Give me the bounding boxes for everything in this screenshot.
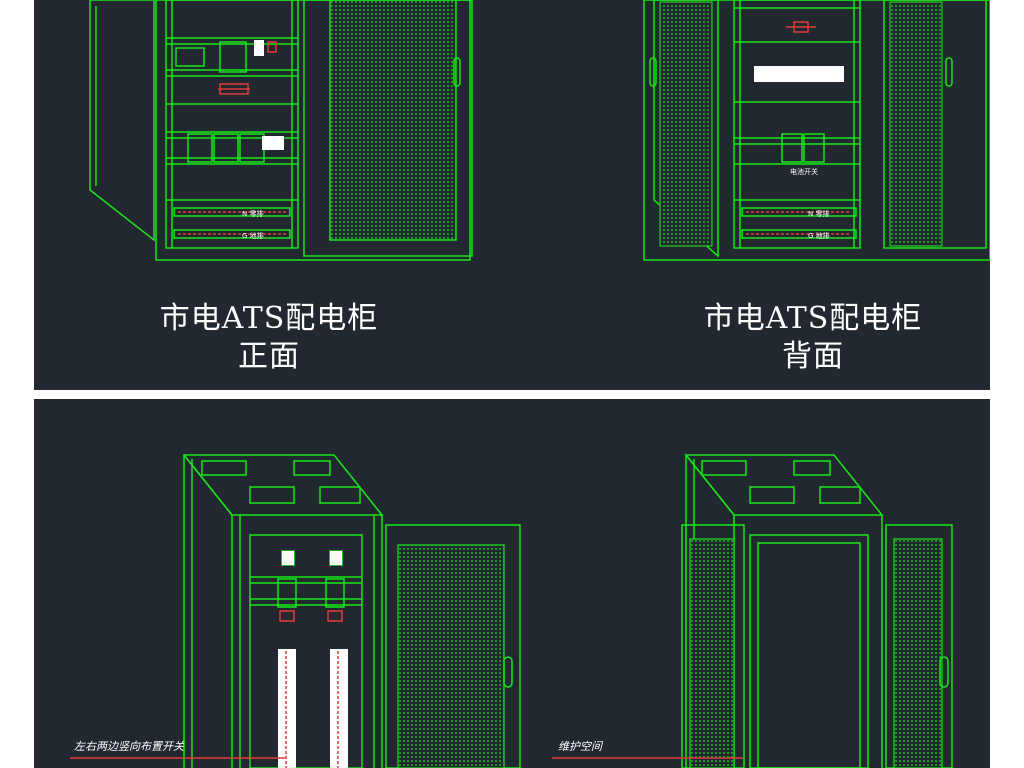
iso-left-mesh-door xyxy=(397,544,505,768)
front-open-door xyxy=(89,0,155,242)
iso-right-handle-icon[interactable] xyxy=(939,656,949,688)
front-relay xyxy=(254,40,264,56)
iso-right-left-mesh-door xyxy=(689,538,735,768)
back-caption-line2: 背面 xyxy=(782,339,844,374)
back-cabinet-frame xyxy=(643,0,990,261)
front-caption-line2: 正面 xyxy=(238,339,300,374)
breaker-icon[interactable] xyxy=(282,551,294,565)
right-note: 维护空间 xyxy=(558,740,602,753)
back-g-bar-label: G 地排 xyxy=(808,232,830,240)
front-mesh-door xyxy=(303,0,473,257)
back-switch-label: 电池开关 xyxy=(790,168,818,176)
back-terminal-strip xyxy=(754,66,844,82)
front-busbar-icon xyxy=(178,41,286,235)
front-caption-line1: 市电ATS配电柜 xyxy=(159,301,379,336)
front-g-bar-label: G 地排 xyxy=(242,232,264,240)
right-breaker-column xyxy=(330,649,348,768)
back-right-mesh-door xyxy=(889,1,943,247)
left-breaker-column xyxy=(278,649,296,768)
iso-busbar-icon xyxy=(279,610,343,768)
back-caption-line1: 市电ATS配电柜 xyxy=(703,301,923,336)
iso-cabinet-left xyxy=(182,454,521,768)
door-handle-icon[interactable] xyxy=(453,57,461,87)
back-left-handle-icon[interactable] xyxy=(649,57,657,87)
breaker-icon-2[interactable] xyxy=(330,551,342,565)
iso-door-handle-icon[interactable] xyxy=(503,656,513,688)
drawing-panel-bottom: 左右两边竖向布置开关 维护空间 xyxy=(34,399,990,768)
iso-right-right-mesh-door xyxy=(893,538,943,768)
back-left-mesh-door xyxy=(659,1,713,247)
front-meter xyxy=(262,136,284,150)
back-right-handle-icon[interactable] xyxy=(945,57,953,87)
left-note: 左右两边竖向布置开关 xyxy=(74,740,184,753)
drawing-panel-top: N 零排 G 地排 电池开关 N 零排 G 地排 市电ATS配电柜 正面 市电A… xyxy=(34,0,990,390)
front-n-bar-label: N 零排 xyxy=(242,210,264,218)
back-busbar-icon xyxy=(746,21,850,235)
cabinet-drawings-top xyxy=(89,0,990,261)
cabinet-drawings-bottom xyxy=(70,454,953,768)
back-n-bar-label: N 零排 xyxy=(808,210,830,218)
